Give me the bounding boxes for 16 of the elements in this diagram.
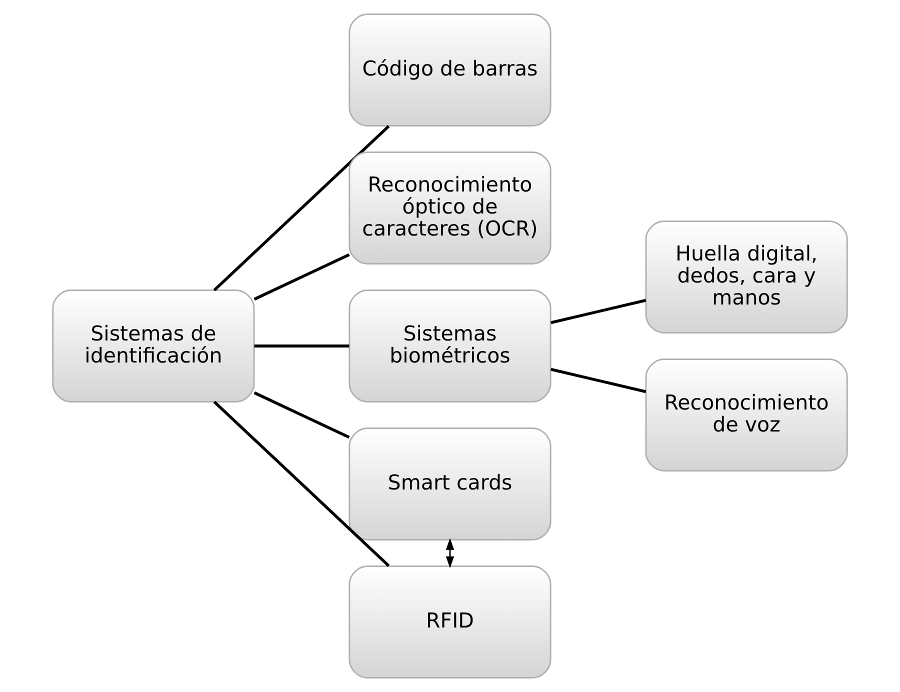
- node-box: Smart cards: [348, 427, 552, 541]
- node-box: Sistemas biométricos: [348, 289, 552, 403]
- connector: [213, 400, 390, 567]
- node-box: RFID: [348, 565, 552, 679]
- connector: [254, 253, 350, 301]
- connector: [550, 368, 646, 394]
- connector: [254, 391, 350, 439]
- node-box: Huella digital, dedos, cara y manos: [645, 220, 848, 334]
- arrow: [446, 538, 454, 568]
- node-box: Reconocimiento óptico de caracteres (OCR): [348, 151, 552, 265]
- node-box: Sistemas de identificación: [52, 289, 255, 403]
- node-box: Código de barras: [348, 13, 552, 127]
- connector: [550, 298, 646, 324]
- node-box: Reconocimiento de voz: [645, 358, 848, 472]
- connector: [213, 125, 390, 292]
- connector: [254, 344, 350, 348]
